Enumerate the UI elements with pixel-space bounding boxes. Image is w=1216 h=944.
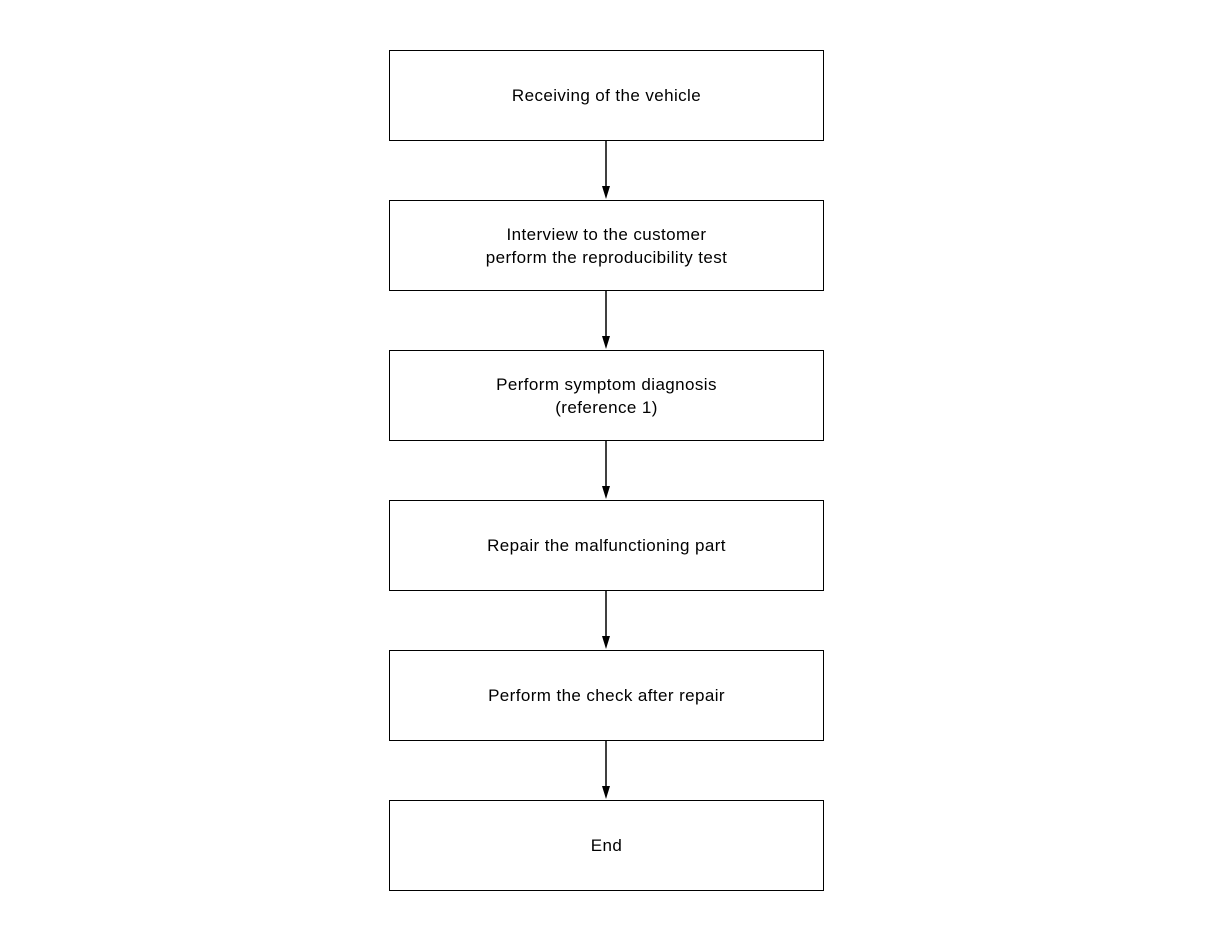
step-receiving-vehicle: Receiving of the vehicle: [389, 50, 824, 141]
arrow-4: [602, 591, 610, 649]
arrow-5: [602, 741, 610, 799]
step-label: Perform the check after repair: [488, 686, 725, 705]
step-label: End: [590, 836, 623, 855]
step-label: Receiving of the vehicle: [511, 86, 702, 105]
step-label-line-2: perform the reproducibility test: [485, 247, 728, 267]
step-label: Interview to the customer: [506, 224, 707, 244]
step-label: Perform symptom diagnosis: [496, 374, 717, 394]
step-check-after-repair: Perform the check after repair: [389, 650, 824, 741]
step-repair-part: Repair the malfunctioning part: [389, 500, 824, 591]
step-label: Repair the malfunctioning part: [487, 536, 726, 555]
step-end: End: [389, 800, 824, 891]
step-interview-customer: Interview to the customer perform the re…: [389, 200, 824, 291]
step-label-line-2: (reference 1): [555, 397, 658, 417]
arrow-1: [602, 141, 610, 199]
arrow-2: [602, 291, 610, 349]
arrow-3: [602, 441, 610, 499]
step-symptom-diagnosis: Perform symptom diagnosis (reference 1): [389, 350, 824, 441]
